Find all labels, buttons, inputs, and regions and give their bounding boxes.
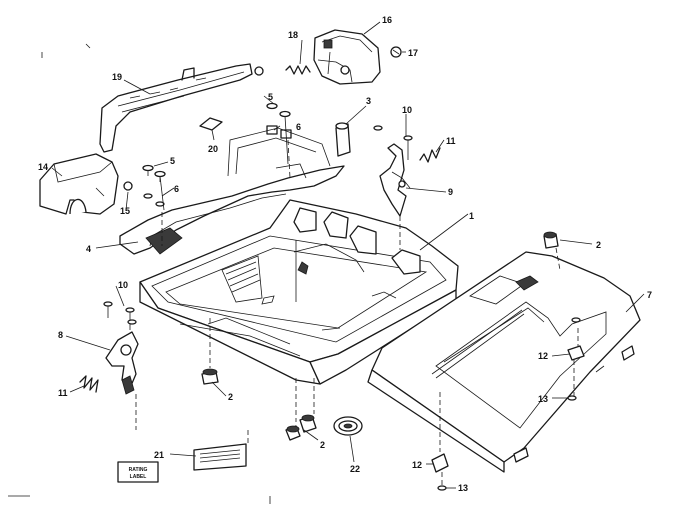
callout-13-bottom: 13 <box>458 483 468 493</box>
callout-14: 14 <box>38 162 48 172</box>
callout-1: 1 <box>469 211 474 221</box>
part-11-spring-upper <box>419 147 441 163</box>
callout-16: 16 <box>382 15 392 25</box>
callout-21: 21 <box>154 450 164 460</box>
callout-12-bottom: 12 <box>412 460 422 470</box>
callout-20: 20 <box>208 144 218 154</box>
callout-4: 4 <box>86 244 91 254</box>
callout-15: 15 <box>120 206 130 216</box>
part-10-screws-upper <box>373 125 413 160</box>
assembly-lines <box>135 139 579 486</box>
part-15-screw <box>123 181 133 191</box>
part-18-spring <box>285 65 311 75</box>
callout-6-left: 6 <box>174 184 179 194</box>
rating-label-box: RATING LABEL <box>117 461 159 483</box>
callout-10-left: 10 <box>118 280 128 290</box>
part-2-feet <box>201 231 559 441</box>
part-21-decal <box>193 443 247 471</box>
part-8-latch <box>105 331 139 395</box>
part-5-6-right-stack <box>266 102 292 165</box>
part-4-plate <box>119 127 345 255</box>
callout-9: 9 <box>448 187 453 197</box>
part-14-cover <box>39 153 119 215</box>
callout-19: 19 <box>112 72 122 82</box>
callout-10-upper: 10 <box>402 105 412 115</box>
callout-11-left: 11 <box>58 388 68 398</box>
part-19-rail <box>99 63 253 153</box>
callout-2-left: 2 <box>228 392 233 402</box>
margin-marks <box>8 43 271 504</box>
part-7-top-cover <box>367 251 641 473</box>
callout-22: 22 <box>350 464 360 474</box>
part-12-clips <box>431 345 585 473</box>
rating-label-line2: LABEL <box>130 474 147 480</box>
callout-2-bottom: 2 <box>320 440 325 450</box>
part-17-screw <box>390 46 402 58</box>
callout-8: 8 <box>58 330 63 340</box>
callout-5-right: 5 <box>268 92 273 102</box>
part-20-clip <box>199 117 223 131</box>
part-22-wheel <box>333 416 363 436</box>
part-1-base-tray <box>139 199 459 385</box>
callout-11-upper: 11 <box>446 136 456 146</box>
callout-17: 17 <box>408 48 418 58</box>
leader-lines <box>51 21 645 489</box>
callout-3: 3 <box>366 96 371 106</box>
rating-label-line1: RATING <box>129 467 148 473</box>
callout-numbers: 1 2 2 2 3 4 5 5 6 6 7 8 9 10 10 11 11 12… <box>38 15 652 493</box>
part-5-6-left-stack <box>142 164 166 211</box>
callout-13-right: 13 <box>538 394 548 404</box>
callout-7: 7 <box>647 290 652 300</box>
part-3-cylinder <box>335 122 351 157</box>
part-11-spring-left <box>79 375 99 393</box>
part-pin <box>254 66 264 76</box>
part-13-screws <box>437 317 581 491</box>
callout-18: 18 <box>288 30 298 40</box>
callout-6-right: 6 <box>296 122 301 132</box>
part-9-latch <box>379 143 411 217</box>
part-16-housing <box>313 29 381 85</box>
part-10-screws-left <box>103 301 137 330</box>
callout-12-right: 12 <box>538 351 548 361</box>
callout-2-right: 2 <box>596 240 601 250</box>
callout-5-left: 5 <box>170 156 175 166</box>
